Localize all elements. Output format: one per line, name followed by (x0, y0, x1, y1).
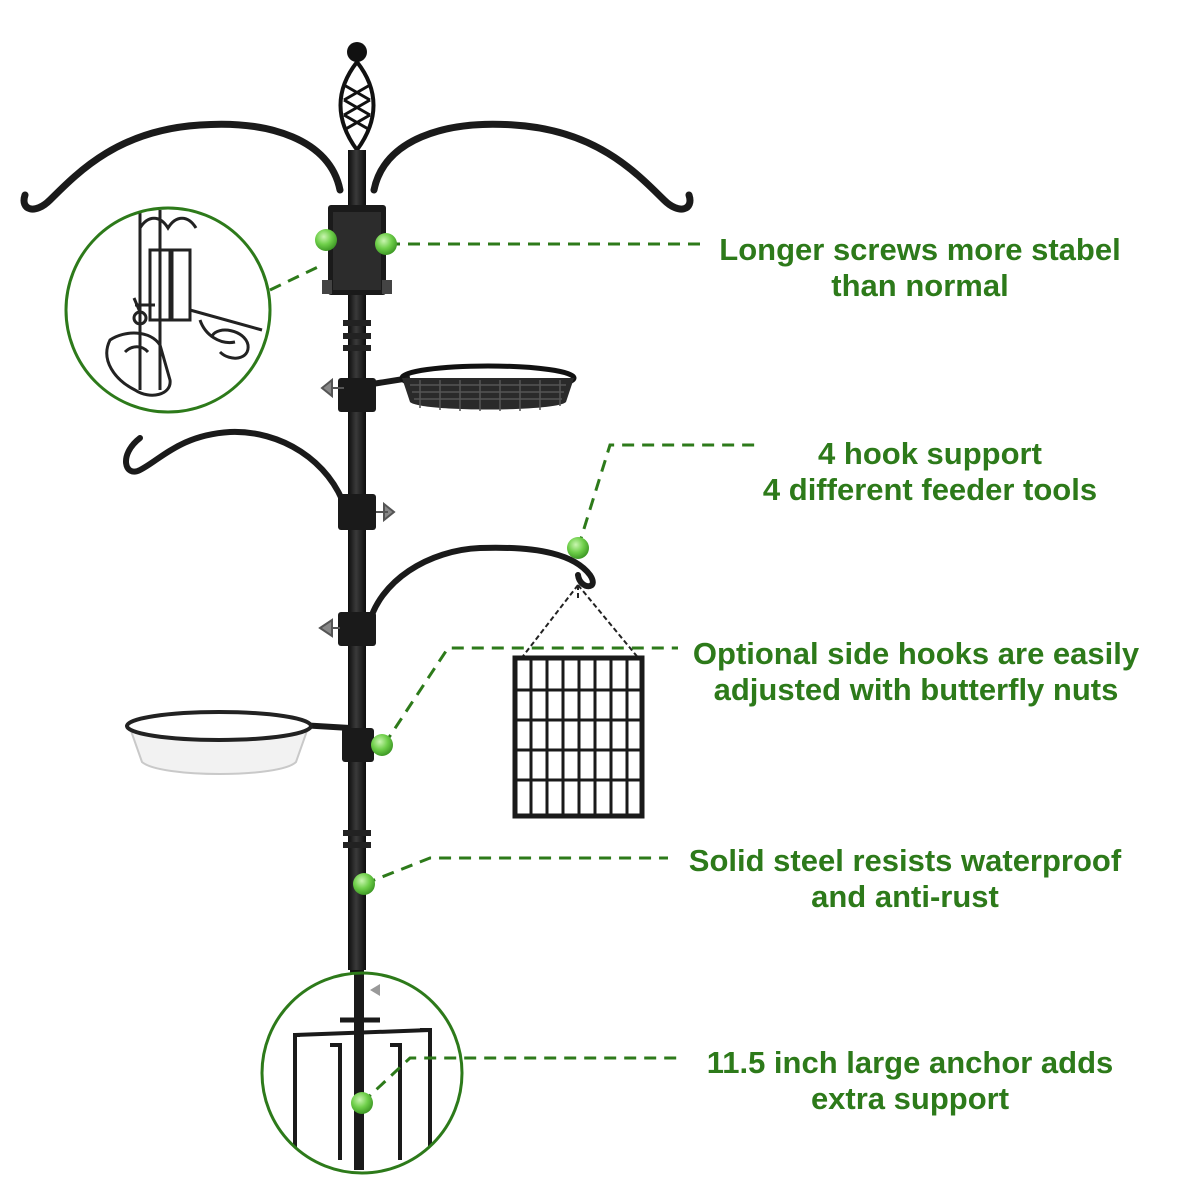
callout-anchor: 11.5 inch large anchor adds extra suppor… (690, 1045, 1130, 1117)
callout-screws: Longer screws more stabel than normal (700, 232, 1140, 304)
suet-cage-feeder (512, 584, 645, 819)
screw-detail-magnifier (64, 206, 272, 414)
right-side-hook (318, 544, 596, 646)
left-side-hook (123, 428, 396, 530)
marker-dot (351, 1092, 373, 1114)
top-hook-arms (20, 120, 694, 213)
callout-line: adjusted with butterfly nuts (713, 672, 1119, 707)
callout-line: Optional side hooks are easily (692, 636, 1140, 671)
callout-line: than normal (831, 268, 1009, 303)
callout-line: Longer screws more stabel (719, 232, 1121, 267)
callout-side-hooks: Optional side hooks are easily adjusted … (676, 636, 1156, 708)
butterfly-nut (320, 377, 344, 399)
callout-hooks: 4 hook support 4 different feeder tools (740, 436, 1120, 508)
callout-line: 4 different feeder tools (762, 472, 1098, 507)
marker-dot (371, 734, 393, 756)
bird-bath-dish (125, 710, 374, 775)
callout-line: extra support (810, 1081, 1010, 1116)
anchor-detail-magnifier (260, 971, 464, 1175)
marker-dot (315, 229, 337, 251)
mesh-feeder-tray (338, 363, 577, 412)
callout-line: 11.5 inch large anchor adds (706, 1045, 1114, 1080)
marker-dot (353, 873, 375, 895)
top-bracket (322, 205, 392, 295)
callout-markers (315, 229, 589, 1114)
marker-dot (375, 233, 397, 255)
marker-dot (567, 537, 589, 559)
leader-lines (269, 242, 760, 1105)
callout-line: Solid steel resists waterproof (688, 843, 1122, 878)
callout-line: and anti-rust (811, 879, 999, 914)
callout-steel: Solid steel resists waterproof and anti-… (680, 843, 1130, 915)
callout-line: 4 hook support (818, 436, 1042, 471)
